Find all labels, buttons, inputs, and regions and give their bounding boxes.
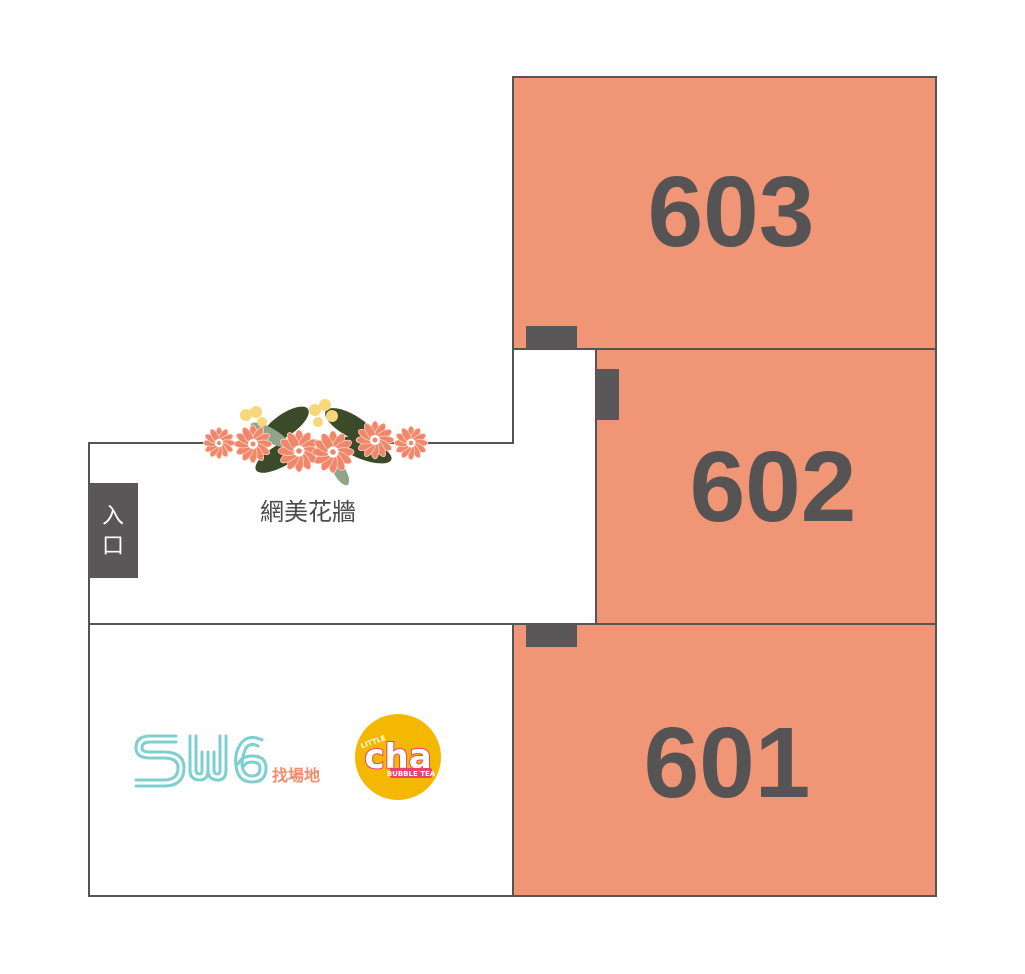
room-601-area[interactable] xyxy=(512,623,937,897)
door-601[interactable] xyxy=(526,624,577,647)
bud-icon xyxy=(257,417,267,427)
bud-icon xyxy=(319,399,331,411)
bud-icon xyxy=(240,409,252,421)
room-603[interactable]: 603 xyxy=(512,76,937,350)
door-603[interactable] xyxy=(526,326,577,349)
room-603-number: 603 xyxy=(648,156,815,268)
sw6-mark-icon xyxy=(134,734,268,788)
bud-icon xyxy=(250,406,262,418)
flower-icon xyxy=(202,426,236,460)
flower-icon xyxy=(233,424,273,464)
bud-icon xyxy=(326,410,338,422)
bud-icon xyxy=(309,404,321,416)
room-602-area[interactable] xyxy=(595,348,937,625)
room-602-number: 602 xyxy=(690,431,857,543)
room-601-number: 601 xyxy=(644,707,811,819)
room-602[interactable]: 602 xyxy=(595,348,937,625)
little-cha-logo: cha LITTLE BUBBLE TEA xyxy=(355,714,441,800)
room-603-area[interactable] xyxy=(512,76,937,350)
sw6-logo: 找場地 xyxy=(134,734,320,788)
flower-wall-label: 網美花牆 xyxy=(260,498,356,526)
flower-icon xyxy=(355,420,395,460)
flower-icon xyxy=(393,425,429,461)
door-602[interactable] xyxy=(596,369,619,420)
entrance-label-top: 入 xyxy=(102,504,124,529)
entrance-label-bottom: 口 xyxy=(102,534,124,559)
room-601[interactable]: 601 xyxy=(512,623,937,897)
bud-icon xyxy=(313,417,323,427)
cha-badge-icon xyxy=(355,714,441,800)
cha-bottom-band xyxy=(390,768,432,778)
flower-icon xyxy=(311,430,355,474)
entrance-block[interactable] xyxy=(89,483,138,578)
cha-bottom-text: BUBBLE TEA xyxy=(387,770,436,778)
flower-wall-icon xyxy=(202,399,429,486)
sw6-subtitle: 找場地 xyxy=(272,766,320,785)
entrance[interactable]: 入 口 xyxy=(89,483,138,578)
